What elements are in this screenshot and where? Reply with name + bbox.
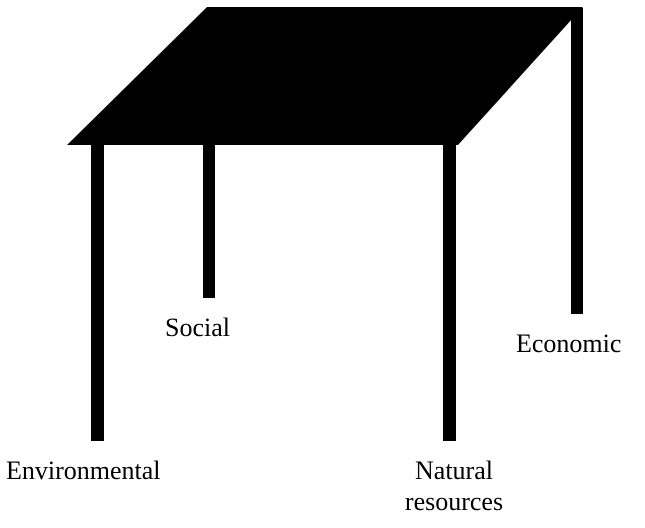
label-environmental: Environmental: [6, 456, 161, 485]
label-natural-resources-line1: Natural: [415, 456, 493, 485]
leg-economic: [571, 8, 583, 314]
label-natural-resources-line2: resources: [404, 487, 504, 516]
label-natural-resources: Natural resources: [395, 455, 513, 517]
leg-environmental: [91, 140, 104, 441]
leg-natural-resources: [443, 140, 456, 441]
table-top: [67, 7, 583, 145]
label-economic: Economic: [516, 329, 622, 358]
leg-social: [203, 140, 215, 298]
label-social: Social: [165, 313, 230, 342]
